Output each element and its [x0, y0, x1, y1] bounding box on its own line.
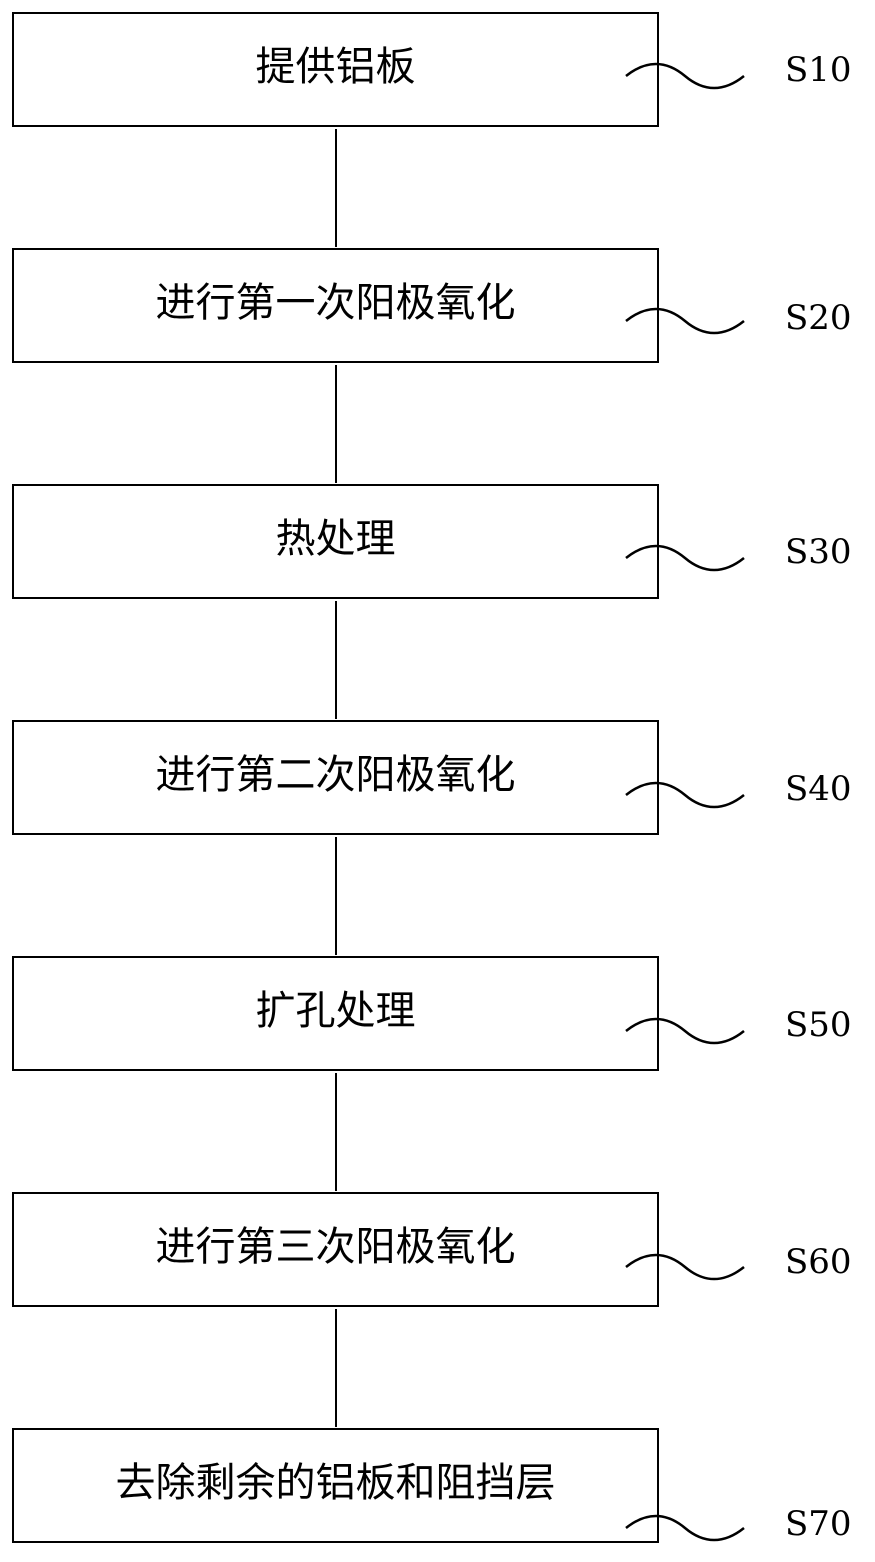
connector-s60-s70: [335, 1309, 337, 1427]
step-box-s40: 进行第二次阳极氧化: [12, 720, 659, 835]
step-box-s30: 热处理: [12, 484, 659, 599]
step-text-s30: 热处理: [275, 516, 396, 562]
connector-s10-s20: [335, 129, 337, 247]
step-id-s10: S10: [785, 50, 852, 90]
step-text-s20: 进行第一次阳极氧化: [155, 280, 516, 326]
connector-s20-s30: [335, 365, 337, 483]
step-text-s60: 进行第三次阳极氧化: [155, 1224, 516, 1270]
step-id-s50: S50: [785, 1005, 852, 1045]
tilde-connector-icon-s10: [625, 62, 745, 90]
tilde-connector-icon-s60: [625, 1253, 745, 1281]
step-box-s50: 扩孔处理: [12, 956, 659, 1071]
connector-s30-s40: [335, 601, 337, 719]
tilde-connector-icon-s30: [625, 544, 745, 572]
step-id-s70: S70: [785, 1504, 852, 1544]
connector-s40-s50: [335, 837, 337, 955]
step-box-s10: 提供铝板: [12, 12, 659, 127]
step-box-s70: 去除剩余的铝板和阻挡层: [12, 1428, 659, 1543]
tilde-connector-icon-s20: [625, 307, 745, 335]
connector-s50-s60: [335, 1073, 337, 1191]
step-text-s40: 进行第二次阳极氧化: [155, 752, 516, 798]
step-box-s20: 进行第一次阳极氧化: [12, 248, 659, 363]
step-box-s60: 进行第三次阳极氧化: [12, 1192, 659, 1307]
step-text-s70: 去除剩余的铝板和阻挡层: [115, 1460, 556, 1506]
tilde-connector-icon-s40: [625, 781, 745, 809]
step-id-s60: S60: [785, 1242, 852, 1282]
step-id-s20: S20: [785, 298, 852, 338]
step-id-s40: S40: [785, 769, 852, 809]
tilde-connector-icon-s70: [625, 1514, 745, 1542]
step-text-s50: 扩孔处理: [255, 988, 416, 1034]
step-text-s10: 提供铝板: [255, 44, 416, 90]
step-id-s30: S30: [785, 532, 852, 572]
tilde-connector-icon-s50: [625, 1017, 745, 1045]
